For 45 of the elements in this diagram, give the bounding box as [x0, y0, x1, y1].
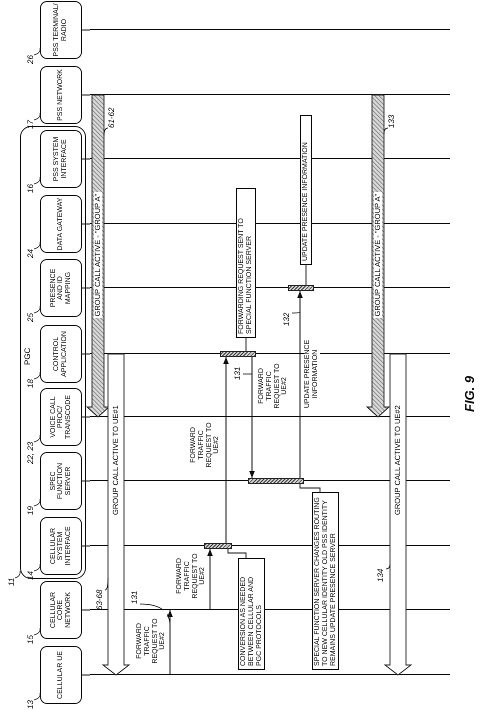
- reference-number: 26: [27, 55, 36, 64]
- reference-number: 19: [27, 506, 36, 515]
- activation-bar: [204, 543, 232, 549]
- reference-number: 14: [27, 571, 36, 580]
- reference-number: 15: [27, 635, 36, 644]
- reference-number: 22, 23: [27, 442, 36, 464]
- connector-line: [82, 94, 90, 96]
- lifeline: [90, 158, 450, 160]
- reference-number: 134: [377, 568, 386, 582]
- leader-line: [104, 128, 108, 136]
- leader-line: [386, 564, 390, 570]
- group-title: PGC: [24, 346, 33, 366]
- message-arrow: [223, 356, 229, 544]
- message-arrow: [249, 356, 255, 478]
- reference-number: 133: [388, 114, 397, 128]
- connector-line: [82, 674, 90, 676]
- leader-line: [384, 128, 388, 134]
- reference-number: 11: [8, 578, 17, 586]
- reference-number: 131: [234, 366, 243, 380]
- figure-label: FIG. 9: [462, 376, 477, 412]
- reference-number: 132: [283, 312, 292, 326]
- reference-number: 61-62: [108, 108, 117, 128]
- reference-number: 25: [27, 313, 36, 322]
- activation-bar: [248, 478, 304, 484]
- activation-bar: [220, 351, 256, 357]
- reference-number: 17: [27, 120, 36, 129]
- lifeline: [90, 480, 450, 482]
- lifeline: [90, 674, 450, 676]
- leader-line: [300, 484, 320, 492]
- lifeline: [90, 94, 450, 96]
- leader-line: [104, 578, 108, 590]
- message-arrow: [207, 548, 213, 610]
- reference-number: 16: [27, 184, 36, 193]
- message-arrow: [167, 610, 173, 676]
- leader-line: [140, 604, 170, 626]
- leader-line: [228, 548, 246, 558]
- reference-number: 13: [27, 700, 36, 709]
- message-arrow: [297, 290, 303, 478]
- reference-number: 24: [27, 249, 36, 258]
- leader-line: [292, 312, 300, 314]
- reference-number: 131: [131, 590, 140, 604]
- activation-bar: [288, 285, 314, 291]
- lifeline: [90, 416, 450, 418]
- reference-number: 63-68: [96, 590, 105, 610]
- reference-number: 18: [27, 379, 36, 388]
